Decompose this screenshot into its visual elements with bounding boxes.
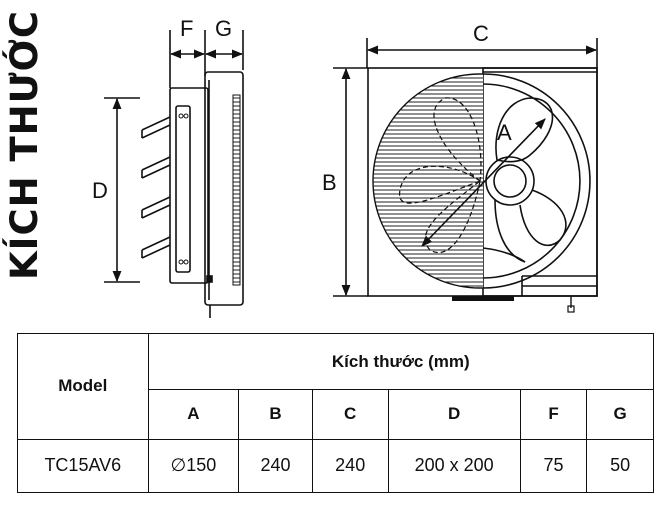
dim-label-c: C [473,21,489,46]
side-view [104,30,244,318]
value-g-cell: 50 [586,438,654,494]
value-a-cell: ∅150 [147,438,240,494]
col-header-c: C [311,389,389,440]
col-header-b: B [238,389,313,440]
col-header-g: G [586,389,654,440]
table-row: TC15AV6 ∅150 240 240 200 x 200 75 50 [17,438,654,494]
model-header: Model [17,333,149,440]
dim-label-d: D [92,178,108,203]
dim-label-a: A [497,120,512,145]
col-header-a: A [147,389,240,440]
dim-label-b: B [322,170,337,195]
dimension-drawing: F G D [92,16,598,318]
model-cell: TC15AV6 [17,438,149,494]
dim-label-f: F [180,16,193,41]
size-group-header: Kích thước (mm) [147,332,655,391]
col-header-f: F [519,389,588,440]
value-b-cell: 240 [238,438,313,494]
fan-blades [482,73,591,289]
col-header-d: D [387,389,521,440]
spec-table: Model Kích thước (mm) A B C D F G TC15AV… [17,332,655,494]
value-c-cell: 240 [311,438,389,494]
value-d-cell: 200 x 200 [387,438,521,494]
value-f-cell: 75 [519,438,588,494]
dim-label-g: G [215,16,232,41]
